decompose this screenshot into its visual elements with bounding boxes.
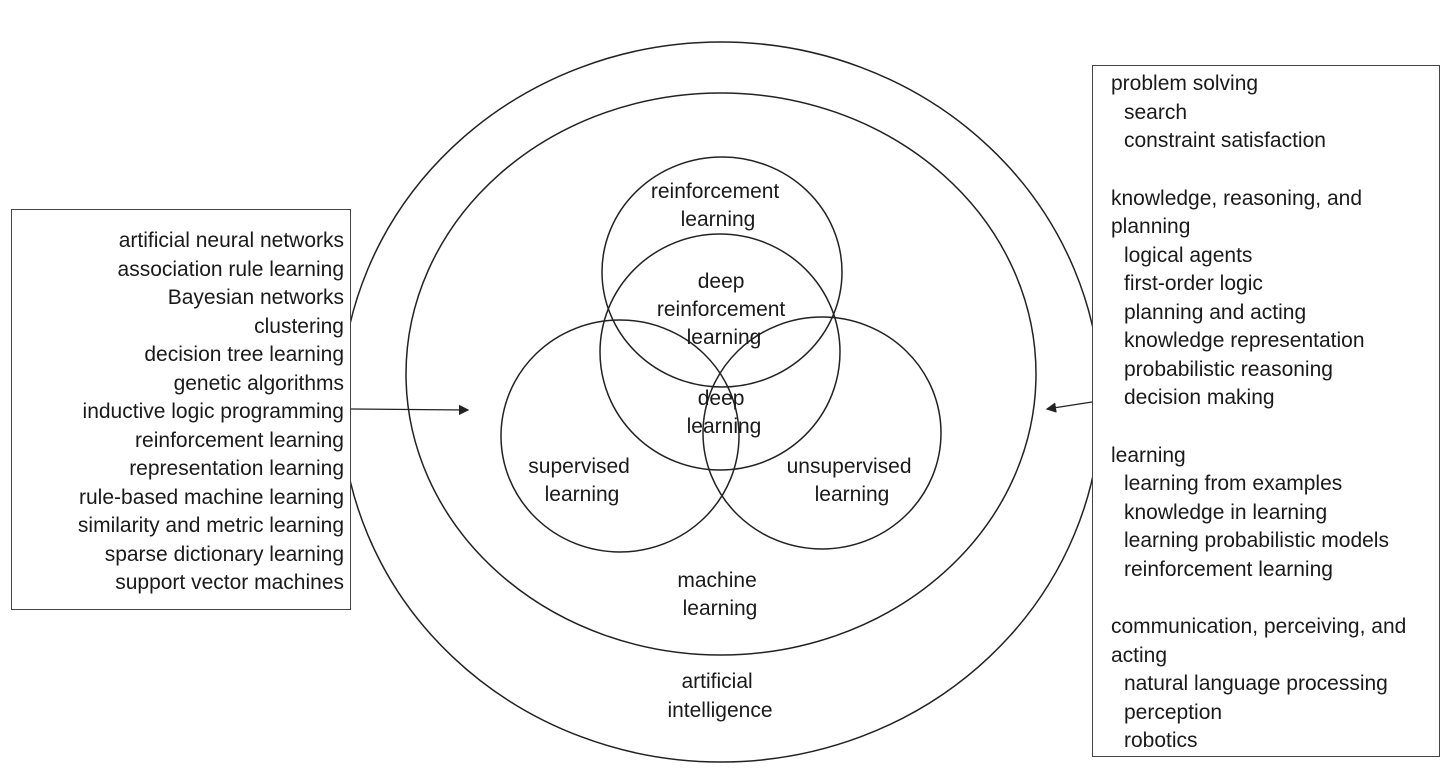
section-knowledge-reasoning-planning: knowledge, reasoning, and planning logic… — [1111, 185, 1431, 413]
list-item: inductive logic programming — [82, 400, 344, 423]
list-item: support vector machines — [115, 571, 344, 594]
list-item: planning and acting — [1124, 300, 1307, 324]
unsupervised-learning-circle — [702, 316, 942, 550]
left-arrow — [350, 404, 470, 416]
list-item: reinforcement learning — [1124, 557, 1333, 581]
section-communication-perceiving-acting: communication, perceiving, and acting na… — [1111, 613, 1431, 756]
list-item: artificial neural networks — [118, 229, 344, 252]
list-item: Bayesian networks — [167, 286, 344, 309]
ml-methods-box: artificial neural networks association r… — [11, 209, 351, 610]
unsupervised-learning-label: unsupervised learning — [787, 455, 918, 506]
list-item: association rule learning — [117, 257, 344, 281]
list-item: first-order logic — [1124, 272, 1263, 295]
list-item: genetic algorithms — [173, 371, 344, 395]
list-item: decision tree learning — [144, 343, 344, 366]
ai-topics-box: problem solving search constraint satisf… — [1092, 65, 1440, 757]
machine-learning-label: machine learning — [677, 569, 762, 620]
list-item: reinforcement learning — [135, 428, 344, 452]
machine-learning-circle — [405, 92, 1037, 656]
artificial-intelligence-label: artificial intelligence — [667, 670, 772, 722]
right-arrow — [1045, 401, 1093, 413]
supervised-learning-label: supervised learning — [528, 455, 635, 506]
deep-learning-label: deep learning — [687, 387, 762, 438]
list-item: search — [1124, 100, 1188, 124]
list-item: knowledge in learning — [1124, 500, 1328, 524]
list-item: probabilistic reasoning — [1124, 357, 1333, 381]
list-item: sparse dictionary learning — [104, 542, 344, 566]
reinforcement-learning-circle — [601, 156, 843, 388]
section-title: learning — [1111, 443, 1186, 467]
supervised-learning-circle — [500, 319, 740, 553]
section-problem-solving: problem solving search constraint satisf… — [1111, 70, 1431, 156]
ml-methods-list: artificial neural networks association r… — [18, 227, 344, 598]
section-list: learning from examples knowledge in lear… — [1111, 470, 1431, 584]
section-learning: learning learning from examples knowledg… — [1111, 442, 1431, 585]
section-title: knowledge, reasoning, and planning — [1111, 186, 1363, 239]
deep-learning-circle — [599, 233, 841, 471]
list-item: perception — [1124, 700, 1223, 724]
section-title: communication, perceiving, and acting — [1111, 615, 1407, 667]
deep-reinforcement-learning-label: deep reinforcement learning — [657, 270, 791, 349]
list-item: natural language processing — [1124, 672, 1388, 695]
list-item: decision making — [1124, 386, 1275, 409]
list-item: clustering — [254, 314, 344, 338]
list-item: constraint satisfaction — [1124, 129, 1326, 152]
list-item: representation learning — [129, 457, 344, 480]
list-item: logical agents — [1124, 243, 1253, 267]
list-item: learning probabilistic models — [1124, 529, 1389, 552]
list-item: rule-based machine learning — [79, 485, 344, 509]
list-item: learning from examples — [1124, 472, 1343, 495]
list-item: knowledge representation — [1124, 329, 1365, 352]
section-list: natural language processing perception r… — [1111, 670, 1431, 756]
list-item: robotics — [1124, 729, 1198, 752]
list-item: similarity and metric learning — [77, 514, 344, 537]
section-title: problem solving — [1111, 72, 1259, 95]
section-list: logical agents first-order logic plannin… — [1111, 242, 1431, 413]
section-list: search constraint satisfaction — [1111, 99, 1431, 156]
reinforcement-learning-label: reinforcement learning — [651, 180, 785, 231]
